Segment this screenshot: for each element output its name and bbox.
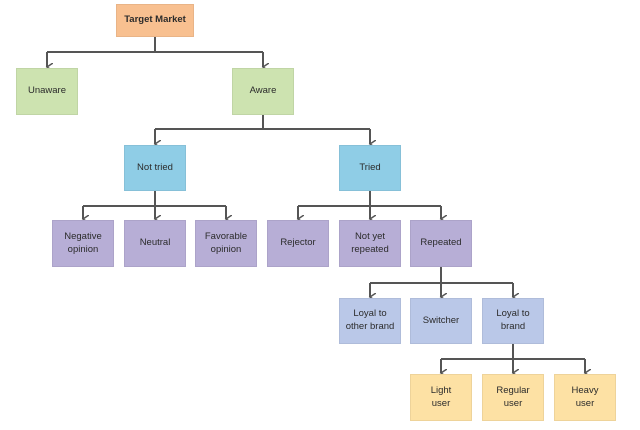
node-switcher-label: Switcher	[422, 314, 460, 326]
node-not-tried-label: Not tried	[137, 161, 173, 173]
node-target-market-label: Target Market	[124, 14, 186, 26]
node-switcher: Switcher	[410, 298, 472, 344]
node-not-yet-repeated-label: Not yet repeated	[351, 230, 389, 255]
node-neutral-label: Neutral	[139, 237, 171, 249]
node-rejector: Rejector	[267, 220, 329, 267]
node-negative-opinion-label: Negative opinion	[64, 230, 102, 255]
node-loyal-to-brand-label: Loyal to brand	[496, 308, 530, 332]
node-aware-label: Aware	[249, 85, 277, 97]
node-favorable-opinion: Favorable opinion	[195, 220, 257, 267]
node-repeated-label: Repeated	[420, 237, 462, 249]
node-tried: Tried	[339, 145, 401, 191]
node-regular-user: Regular user	[482, 374, 544, 421]
node-tried-label: Tried	[359, 161, 381, 173]
node-aware: Aware	[232, 68, 294, 115]
node-rejector-label: Rejector	[280, 237, 316, 249]
node-target-market: Target Market	[116, 4, 194, 37]
node-negative-opinion: Negative opinion	[52, 220, 114, 267]
node-heavy-user: Heavy user	[554, 374, 616, 421]
node-unaware: Unaware	[16, 68, 78, 115]
node-heavy-user-label: Heavy user	[571, 384, 599, 409]
node-loyal-to-other-brand-label: Loyal to other brand	[345, 308, 395, 332]
node-loyal-to-other-brand: Loyal to other brand	[339, 298, 401, 344]
node-favorable-opinion-label: Favorable opinion	[204, 230, 248, 255]
node-unaware-label: Unaware	[27, 85, 67, 97]
node-not-tried: Not tried	[124, 145, 186, 191]
node-repeated: Repeated	[410, 220, 472, 267]
node-neutral: Neutral	[124, 220, 186, 267]
node-regular-user-label: Regular user	[496, 384, 530, 409]
node-not-yet-repeated: Not yet repeated	[339, 220, 401, 267]
node-loyal-to-brand: Loyal to brand	[482, 298, 544, 344]
node-light-user: Light user	[410, 374, 472, 421]
node-light-user-label: Light user	[430, 384, 452, 409]
